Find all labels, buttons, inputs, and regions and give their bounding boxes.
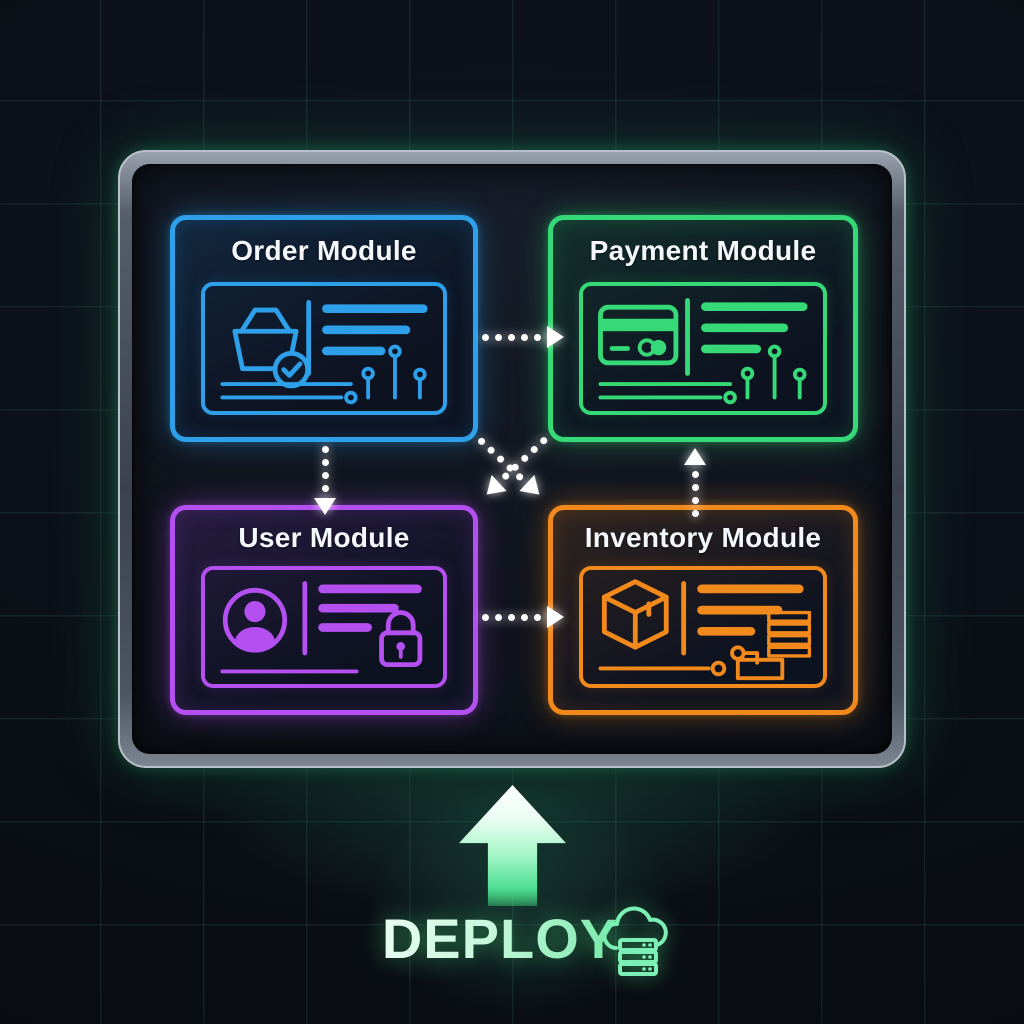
arrowhead-right [547, 326, 564, 348]
arrow-order-to-payment [482, 326, 564, 348]
shopping-basket-check-icon [232, 307, 311, 389]
cloud-server-icon [602, 906, 668, 976]
user-avatar-icon [222, 587, 288, 653]
module-title-payment: Payment Module [589, 235, 817, 266]
arrowhead-down [314, 498, 336, 515]
package-box-icon [601, 579, 669, 650]
module-title-inventory: Inventory Module [584, 522, 822, 553]
lock-icon [379, 610, 423, 668]
credit-card-icon [598, 304, 679, 366]
arrow-inventory-to-payment [684, 448, 706, 517]
text-bars [318, 584, 422, 632]
text-bars [697, 584, 804, 636]
inventory-inner-card [579, 566, 827, 688]
circuit-trace-icon [598, 344, 807, 405]
module-card-inventory: Inventory Module [548, 505, 858, 715]
text-bars [701, 302, 808, 354]
module-title-user: User Module [238, 522, 410, 553]
payment-inner-card [579, 282, 827, 415]
order-inner-card [201, 282, 447, 415]
arrow-user-to-inventory [482, 606, 564, 628]
user-inner-card [201, 566, 447, 688]
module-card-order: Order Module [170, 215, 478, 442]
arrowhead-right [547, 606, 564, 628]
arrowhead-up [684, 448, 706, 465]
module-card-user: User Module [170, 505, 478, 715]
text-bars [322, 304, 428, 356]
arrow-order-to-user [314, 446, 336, 515]
module-card-payment: Payment Module [548, 215, 858, 442]
module-title-order: Order Module [231, 235, 417, 266]
circuit-trace-icon [220, 344, 427, 405]
